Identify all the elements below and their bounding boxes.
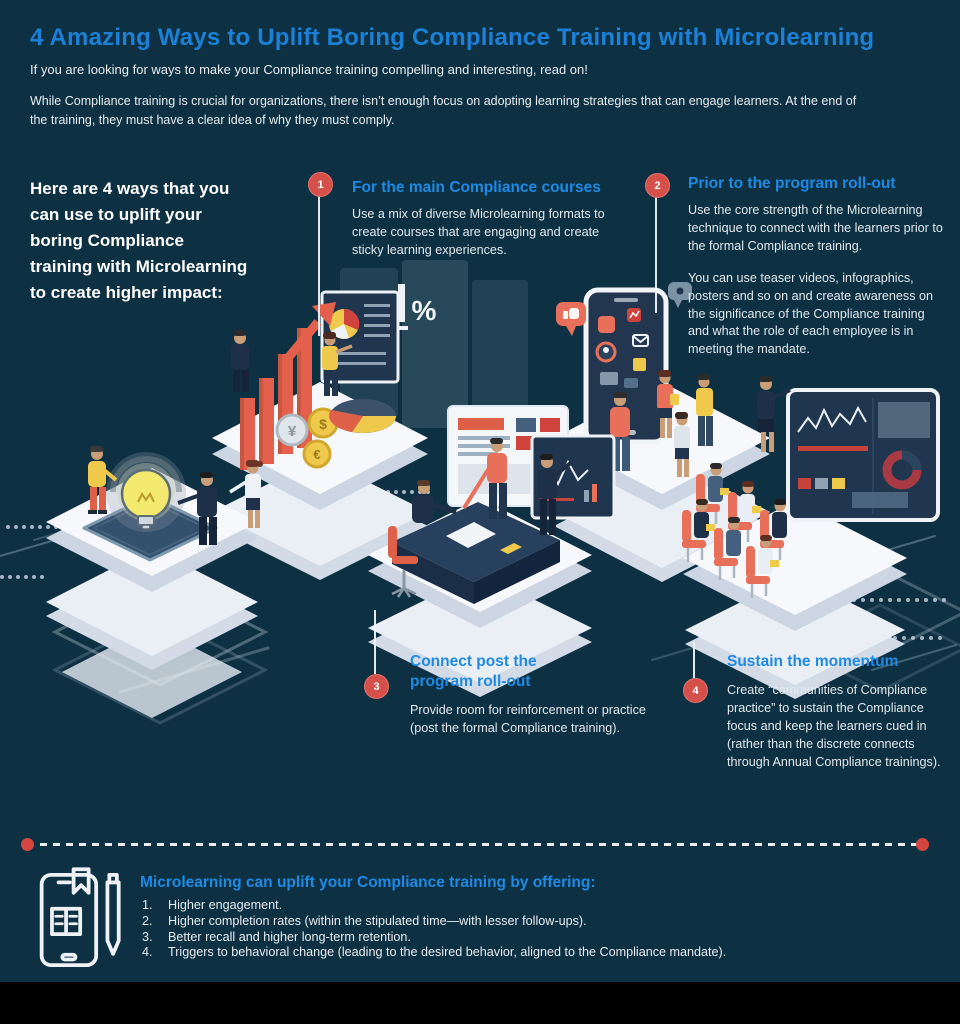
list-item-text: Triggers to behavioral change (leading t… bbox=[168, 945, 727, 960]
point-3-block: Connect post the program roll-out Provid… bbox=[410, 652, 660, 738]
point-2-title: Prior to the program roll-out bbox=[688, 175, 896, 192]
lightbulb-icon bbox=[106, 452, 186, 532]
person bbox=[229, 460, 263, 528]
person bbox=[462, 438, 507, 519]
person bbox=[757, 376, 791, 452]
list-item: 1. Higher engagement. bbox=[142, 898, 902, 914]
tablet-book-pen-icon bbox=[39, 867, 121, 967]
list-item-text: Higher completion rates (within the stip… bbox=[168, 913, 587, 928]
chat-bubble-icon bbox=[668, 282, 692, 308]
thumbs-up-bubble-icon bbox=[556, 302, 586, 336]
point-4-body: Create “communities of Compliance practi… bbox=[727, 683, 941, 769]
point-1-title: For the main Compliance courses bbox=[352, 179, 601, 196]
dashed-separator bbox=[40, 843, 920, 846]
summary-heading: Microlearning can uplift your Compliance… bbox=[140, 874, 596, 891]
badge-number: 2 bbox=[654, 179, 661, 192]
platform-ideation bbox=[46, 446, 263, 718]
footer-black-bar bbox=[0, 982, 960, 1024]
person bbox=[231, 330, 249, 392]
point-4-title: Sustain the momentum bbox=[727, 653, 899, 670]
pie-chart-icon bbox=[329, 399, 396, 433]
intro-line: boring Compliance bbox=[30, 231, 184, 250]
pin-line-1 bbox=[318, 194, 320, 336]
list-item-text: Better recall and higher long-term reten… bbox=[168, 929, 411, 944]
point-1-block: For the main Compliance courses Use a mi… bbox=[352, 178, 626, 260]
point-2-badge: 2 bbox=[645, 173, 670, 198]
intro-line: Here are 4 ways that you bbox=[30, 179, 230, 198]
platform-classroom bbox=[682, 376, 940, 699]
coins-icon: ¥ $ € bbox=[275, 407, 339, 469]
dollar-coin-label: $ bbox=[319, 416, 327, 432]
point-4-badge: 4 bbox=[683, 678, 708, 703]
page-title: 4 Amazing Ways to Uplift Boring Complian… bbox=[30, 24, 875, 51]
list-item: 4. Triggers to behavioral change (leadin… bbox=[142, 945, 902, 961]
isometric-illustration: % bbox=[0, 260, 960, 725]
point-2-block: Prior to the program roll-out Use the co… bbox=[688, 174, 944, 359]
list-item: 2. Higher completion rates (within the s… bbox=[142, 914, 902, 930]
presentation-screen bbox=[320, 290, 400, 384]
person bbox=[412, 480, 457, 523]
list-item-number: 3. bbox=[142, 929, 153, 944]
platform-courses: % bbox=[212, 260, 528, 580]
pin-line-4 bbox=[693, 642, 695, 678]
office-chair bbox=[388, 526, 418, 598]
intro-line: training with Microlearning bbox=[30, 257, 248, 276]
person bbox=[696, 374, 713, 446]
percent-label: % bbox=[412, 295, 437, 326]
person bbox=[177, 472, 217, 545]
header-paragraph: While Compliance training is crucial for… bbox=[30, 94, 857, 128]
person bbox=[88, 446, 118, 514]
pin-line-3 bbox=[374, 610, 376, 674]
yen-coin-label: ¥ bbox=[288, 423, 297, 440]
separator-dot-right bbox=[916, 838, 929, 851]
list-item-number: 1. bbox=[142, 898, 153, 912]
platform-desk bbox=[368, 405, 616, 697]
dashboard-screen bbox=[786, 388, 940, 522]
person bbox=[538, 454, 574, 535]
list-item-number: 4. bbox=[142, 945, 153, 960]
separator-dot-left bbox=[21, 838, 34, 851]
point-4-block: Sustain the momentum Create “communities… bbox=[727, 652, 941, 772]
point-3-body: Provide room for reinforcement or practi… bbox=[410, 703, 646, 736]
header-subtitle: If you are looking for ways to make your… bbox=[30, 62, 588, 77]
euro-coin-label: € bbox=[313, 447, 320, 462]
intro-line: can use to uplift your bbox=[30, 205, 202, 224]
pin-line-2 bbox=[655, 195, 657, 313]
list-item: 3. Better recall and higher long-term re… bbox=[142, 930, 902, 946]
point-3-title: Connect post the program roll-out bbox=[410, 653, 537, 691]
badge-number: 3 bbox=[373, 680, 380, 693]
point-3-badge: 3 bbox=[364, 674, 389, 699]
intro-text: Here are 4 ways that you can use to upli… bbox=[30, 176, 247, 306]
person bbox=[674, 412, 690, 477]
badge-number: 4 bbox=[692, 684, 699, 697]
person bbox=[322, 332, 353, 396]
point-1-body: Use a mix of diverse Microlearning forma… bbox=[352, 207, 605, 257]
classroom-scene bbox=[682, 463, 787, 598]
person bbox=[610, 392, 630, 471]
list-item-number: 2. bbox=[142, 913, 153, 928]
summary-list: 1. Higher engagement. 2. Higher completi… bbox=[142, 898, 902, 961]
list-item-text: Higher engagement. bbox=[168, 898, 283, 912]
badge-number: 1 bbox=[317, 178, 324, 191]
point-1-badge: 1 bbox=[308, 172, 333, 197]
point-2-body-2: You can use teaser videos, infographics,… bbox=[688, 270, 934, 357]
point-2-body: Use the core strength of the Microlearni… bbox=[688, 203, 943, 253]
smartphone-icon bbox=[583, 287, 669, 445]
intro-line: to create higher impact: bbox=[30, 283, 223, 302]
person bbox=[657, 370, 679, 438]
